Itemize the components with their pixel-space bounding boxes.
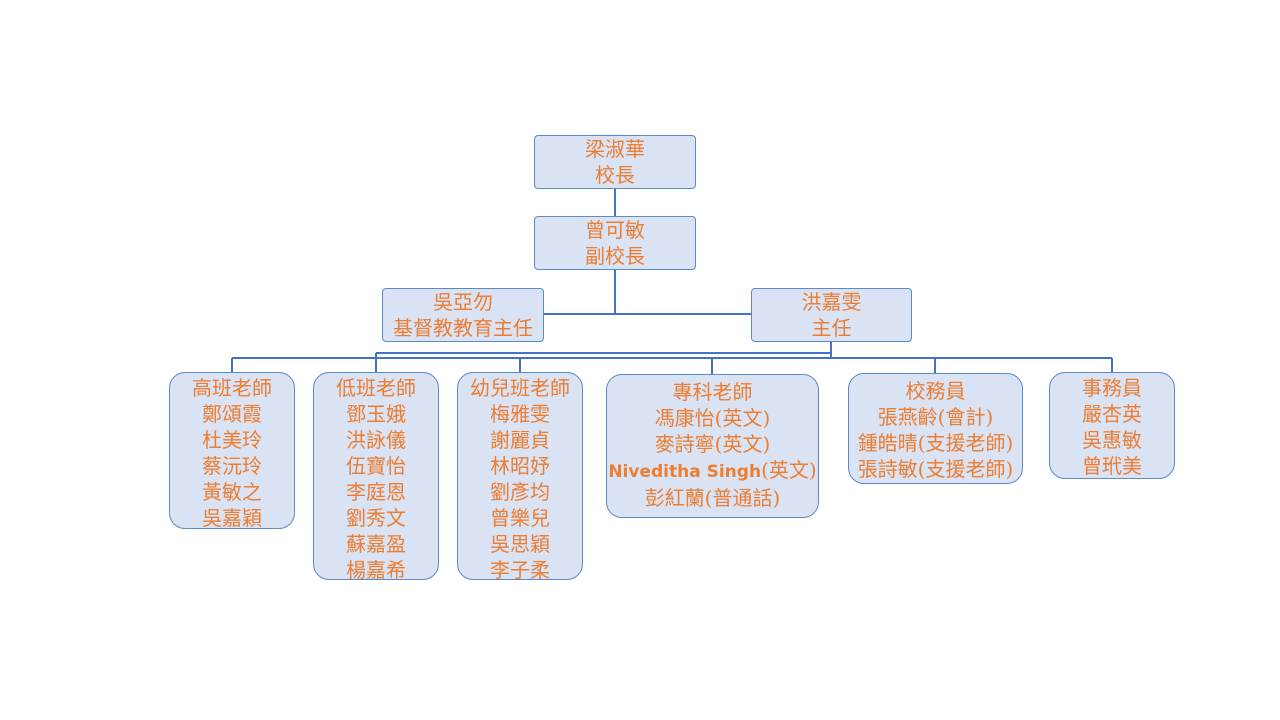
member: 黃敏之: [202, 480, 262, 504]
christian-ed-head-box: 吳亞勿 基督教教育主任: [382, 288, 544, 342]
group-title: 高班老師: [192, 376, 272, 400]
group-lower-class-teachers: 低班老師 鄧玉娥 洪詠儀 伍寶怡 李庭恩 劉秀文 蘇嘉盈 楊嘉希: [313, 372, 439, 582]
member: 謝麗貞: [490, 428, 550, 452]
member: 洪詠儀: [346, 428, 406, 452]
member: 李庭恩: [346, 480, 406, 504]
member: 梅雅雯: [490, 402, 550, 426]
member: 張詩敏(支援老師): [857, 457, 1014, 481]
vice-principal-box: 曾可敏 副校長: [534, 216, 696, 270]
director-title: 主任: [811, 316, 852, 340]
member: 李子柔: [490, 558, 550, 582]
member: 林昭妤: [490, 454, 550, 478]
director-name: 洪嘉雯: [801, 290, 862, 314]
member-subject: (英文): [761, 458, 817, 482]
member: 蘇嘉盈: [346, 532, 406, 556]
group-nursery-class-teachers: 幼兒班老師 梅雅雯 謝麗貞 林昭妤 劉彥均 曾樂兒 吳思穎 李子柔: [457, 372, 583, 582]
christian-ed-head-name: 吳亞勿: [433, 290, 493, 314]
member: 曾樂兒: [490, 506, 550, 530]
member: 馮康怡(英文): [654, 406, 771, 430]
member: 鍾皓晴(支援老師): [857, 431, 1014, 455]
vice-principal-name: 曾可敏: [585, 218, 645, 242]
member: 吳嘉穎: [202, 506, 262, 530]
member: 鄭頌霞: [202, 402, 262, 426]
member: 張燕齡(會計): [877, 405, 994, 429]
member: 劉秀文: [346, 506, 406, 530]
group-title: 校務員: [905, 379, 966, 403]
director-box: 洪嘉雯 主任: [751, 288, 912, 342]
member: 杜美玲: [202, 428, 262, 452]
member: 劉彥均: [490, 480, 550, 504]
vice-principal-title: 副校長: [585, 244, 645, 268]
member: 彭紅蘭(普通話): [644, 486, 781, 510]
member: 吳思穎: [490, 532, 550, 556]
member-row: Niveditha Singh(英文): [608, 457, 816, 485]
member: 嚴杏英: [1082, 402, 1142, 426]
group-school-staff: 校務員 張燕齡(會計) 鍾皓晴(支援老師) 張詩敏(支援老師): [848, 373, 1023, 484]
christian-ed-head-title: 基督教教育主任: [393, 316, 533, 340]
group-title: 低班老師: [336, 376, 416, 400]
principal-name: 梁淑華: [585, 137, 645, 161]
group-subject-teachers: 專科老師 馮康怡(英文) 麥詩寧(英文) Niveditha Singh(英文)…: [606, 374, 819, 518]
group-clerical-staff: 事務員 嚴杏英 吳惠敏 曾玳美: [1049, 372, 1175, 479]
member-english-name: Niveditha Singh: [608, 462, 762, 482]
member: 蔡沅玲: [202, 454, 262, 478]
principal-box: 梁淑華 校長: [534, 135, 696, 189]
member: 曾玳美: [1082, 454, 1142, 478]
group-title: 幼兒班老師: [470, 376, 570, 400]
group-senior-class-teachers: 高班老師 鄭頌霞 杜美玲 蔡沅玲 黃敏之 吳嘉穎: [169, 372, 295, 530]
group-title: 事務員: [1082, 376, 1142, 400]
member: 楊嘉希: [346, 558, 406, 582]
principal-title: 校長: [595, 163, 635, 187]
member: 麥詩寧(英文): [654, 432, 771, 456]
member: 吳惠敏: [1082, 428, 1142, 452]
member: 鄧玉娥: [346, 402, 406, 426]
member: 伍寶怡: [346, 454, 406, 478]
group-title: 專科老師: [672, 380, 753, 404]
